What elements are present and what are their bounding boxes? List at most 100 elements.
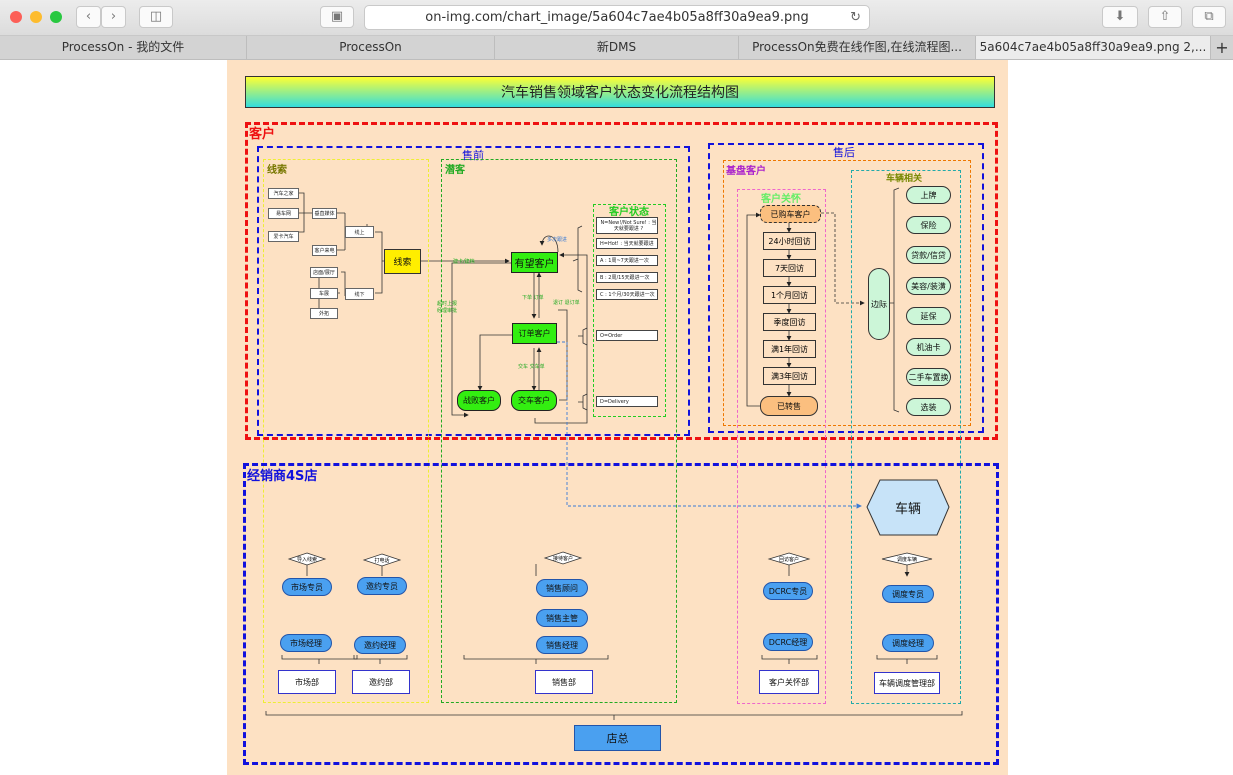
edge-label-order: 下单 订单 <box>522 295 544 301</box>
new-tab-button[interactable]: + <box>1215 38 1229 57</box>
care-step-1m: 1个月回访 <box>763 286 816 304</box>
store-head-node: 店总 <box>574 725 661 751</box>
role-dcrc-specialist: DCRC专员 <box>763 582 813 600</box>
lead-online: 线上 <box>345 226 374 238</box>
dealer-frame <box>243 463 999 765</box>
defeat-customer-node: 战败客户 <box>457 390 501 411</box>
presale-frame <box>257 146 690 436</box>
download-icon: ⬇ <box>1114 9 1126 24</box>
customer-status-label: 客户状态 <box>609 207 649 218</box>
lead-source-phone: 客户来电 <box>312 245 337 256</box>
lead-source-yiche: 易车网 <box>268 208 299 219</box>
tab-processon-files[interactable]: ProcessOn - 我的文件 <box>0 36 247 59</box>
reload-icon[interactable]: ↻ <box>850 10 861 25</box>
leads-label: 线索 <box>267 165 287 176</box>
order-customer-node: 订单客户 <box>512 323 557 344</box>
delivered-customer-node: 交车客户 <box>511 390 557 411</box>
page-title: 汽车销售领域客户状态变化流程结构图 <box>245 76 995 108</box>
status-hot: H=Hot! : 当天就要跟进 <box>596 238 658 249</box>
tab-new-dms[interactable]: 新DMS <box>495 36 739 59</box>
customer-label: 客户 <box>249 127 276 142</box>
close-window-button[interactable] <box>10 11 22 23</box>
status-b: B : 2周/15天跟进一次 <box>596 272 658 283</box>
edge-label-followup: 多次跟进 <box>547 237 568 243</box>
diamond-import-leads: 导入线索 <box>296 556 317 563</box>
lead-node: 线索 <box>384 249 421 274</box>
dept-vehicle-dispatch: 车辆调度管理部 <box>874 672 940 694</box>
care-step-resold: 已转售 <box>760 396 818 416</box>
connector-lines <box>265 187 963 720</box>
dept-customer-care: 客户关怀部 <box>759 670 819 694</box>
edge-label-create-card: 建卡/建档 <box>453 259 475 265</box>
diamond-call: 打电话 <box>374 557 390 564</box>
chevron-right-icon: › <box>110 9 117 24</box>
vehicle-node: 车辆 <box>894 501 921 517</box>
role-market-manager: 市场经理 <box>280 634 332 652</box>
role-dispatch-manager: 调度经理 <box>882 634 934 652</box>
minimize-window-button[interactable] <box>30 11 42 23</box>
sidebar-icon: ◫ <box>149 9 163 24</box>
role-sales-supervisor: 销售主管 <box>536 609 588 627</box>
lead-offline: 线下 <box>345 288 374 300</box>
service-options: 选装 <box>906 398 951 416</box>
prospect-label: 潜客 <box>445 165 465 176</box>
service-insurance: 保险 <box>906 216 951 234</box>
tab-chart-image[interactable]: 5a604c7ae4b05a8ff30a9ea9.png 2,... <box>976 36 1211 59</box>
service-extended-warranty: 延保 <box>906 307 951 325</box>
care-step-24h: 24小时回访 <box>763 232 816 250</box>
care-step-quarter: 季度回访 <box>763 313 816 331</box>
tab-bar: ProcessOn - 我的文件 ProcessOn 新DMS ProcessO… <box>0 36 1233 60</box>
edge-node: 边际 <box>868 268 890 340</box>
url-text: on-img.com/chart_image/5a604c7ae4b05a8ff… <box>425 10 809 25</box>
tab-processon-online[interactable]: ProcessOn免费在线作图,在线流程图... <box>739 36 976 59</box>
customer-care-frame <box>737 189 826 704</box>
edge-label-cancel: 退订 退订单 <box>553 300 580 306</box>
lead-source-field: 外拓 <box>310 308 338 319</box>
status-delivery: D=Delivery <box>596 396 658 407</box>
vehicle-related-label: 车辆相关 <box>886 174 923 184</box>
aftersale-label: 售后 <box>833 146 855 159</box>
diamond-revisit-customer: 回访客户 <box>778 556 799 563</box>
tabs-icon: ⧉ <box>1204 9 1214 24</box>
zoom-window-button[interactable] <box>50 11 62 23</box>
service-oil-card: 机油卡 <box>906 338 951 356</box>
share-button[interactable]: ⇧ <box>1148 6 1182 28</box>
status-c: C : 1个月/30天跟进一次 <box>596 289 658 300</box>
lead-source-auto-show: 车展 <box>310 288 338 299</box>
lead-source-xcar: 爱卡汽车 <box>268 231 299 242</box>
back-button[interactable]: ‹ <box>76 6 101 28</box>
edge-label-defeat: 超时上报 经理审批 <box>437 301 458 314</box>
aftersale-frame <box>708 143 984 433</box>
diagram-canvas: 汽车销售领域客户状态变化流程结构图 客户 售前 售后 线索 潜客 客户状态 基盘… <box>227 60 1008 775</box>
diamond-receive-customer: 接待客户 <box>552 555 573 562</box>
forward-button[interactable]: › <box>101 6 126 28</box>
role-invite-specialist: 邀约专员 <box>357 577 407 595</box>
downloads-button[interactable]: ⬇ <box>1102 6 1138 28</box>
role-dcrc-manager: DCRC经理 <box>763 633 813 651</box>
reader-button[interactable]: ▣ <box>320 6 354 28</box>
customer-care-label: 客户关怀 <box>761 194 801 205</box>
browser-titlebar: ‹ › ◫ ▣ on-img.com/chart_image/5a604c7ae… <box>0 0 1233 36</box>
address-bar[interactable]: on-img.com/chart_image/5a604c7ae4b05a8ff… <box>364 5 870 30</box>
service-registration: 上牌 <box>906 186 951 204</box>
role-invite-manager: 邀约经理 <box>354 636 406 654</box>
tab-processon[interactable]: ProcessOn <box>247 36 495 59</box>
customer-status-frame <box>593 204 666 417</box>
diamond-dispatch-vehicle: 调度车辆 <box>896 556 917 563</box>
care-step-purchased: 已购车客户 <box>760 205 821 223</box>
dept-market: 市场部 <box>278 670 336 694</box>
care-step-1y: 满1年回访 <box>763 340 816 358</box>
vehicle-related-frame <box>851 170 961 704</box>
status-order: O=Order <box>596 330 658 341</box>
service-trade-in: 二手车置换 <box>906 368 951 386</box>
base-customer-frame <box>723 160 971 426</box>
edge-label-delivery: 交车 交车单 <box>518 364 545 370</box>
sidebar-toggle-button[interactable]: ◫ <box>139 6 173 28</box>
customer-frame <box>245 122 998 440</box>
prospect-frame <box>441 159 677 703</box>
role-sales-consultant: 销售顾问 <box>536 579 588 597</box>
care-step-3y: 满3年回访 <box>763 367 816 385</box>
tab-overview-button[interactable]: ⧉ <box>1192 6 1226 28</box>
dept-sales: 销售部 <box>535 670 593 694</box>
potential-customer-node: 有望客户 <box>511 252 558 273</box>
